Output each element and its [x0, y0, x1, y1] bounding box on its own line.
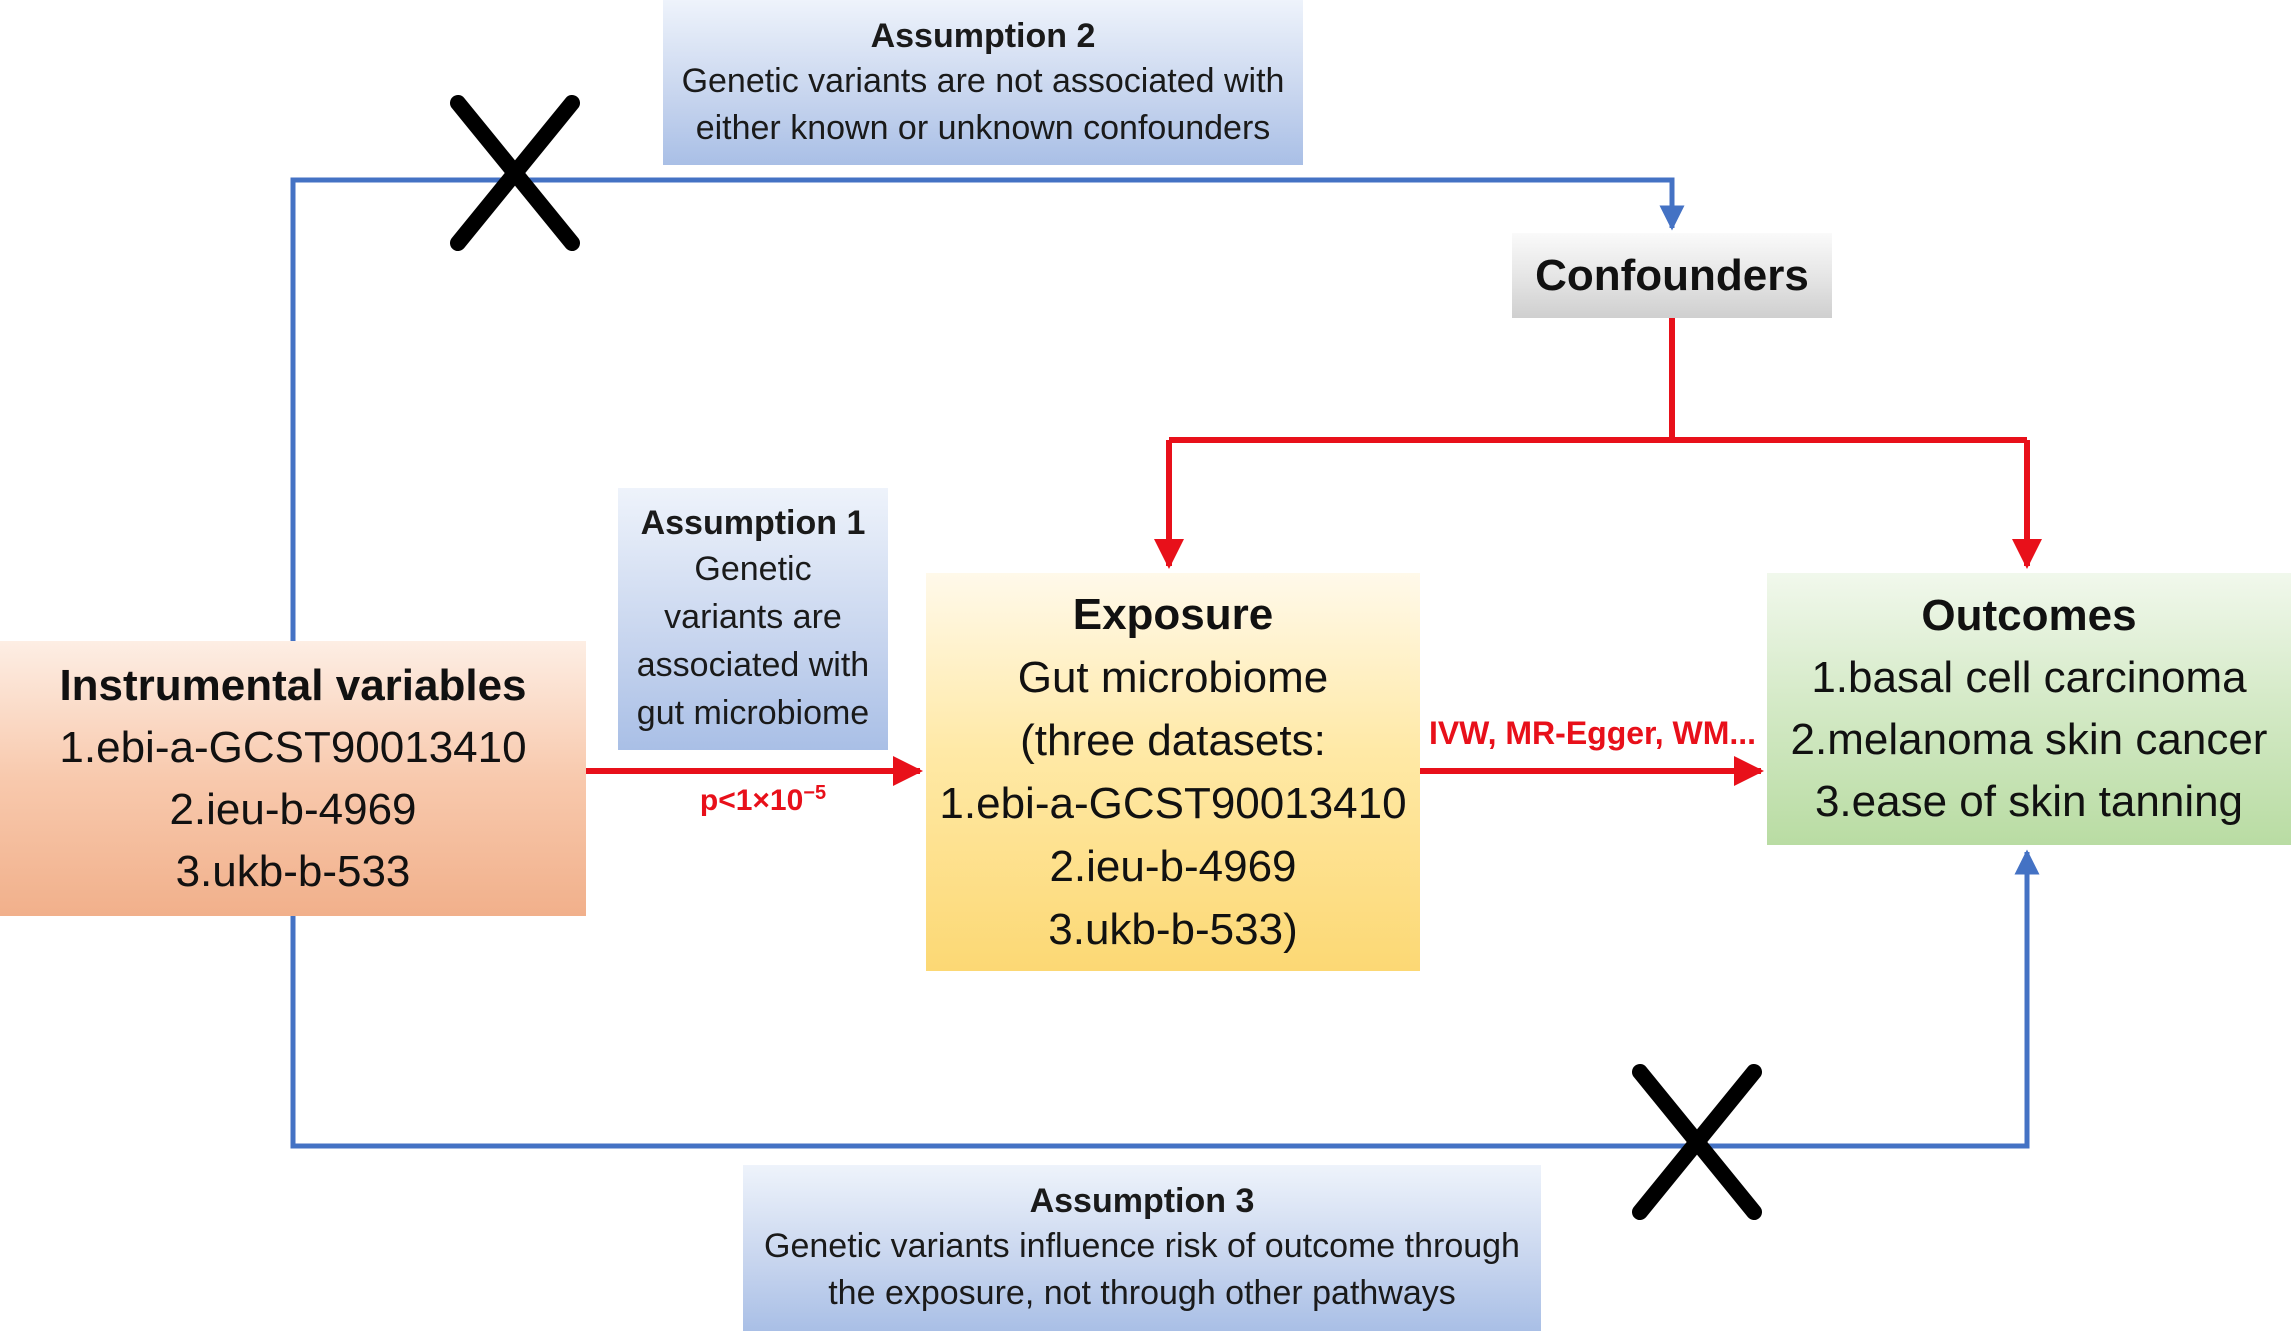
exposure-line-5: 3.ukb-b-533): [1048, 905, 1298, 954]
assumption-2-line-2: either known or unknown confounders: [695, 108, 1271, 147]
mr-methods-label: IVW, MR-Egger, WM...: [1428, 715, 1757, 751]
assumption-3-line-1: Genetic variants influence risk of outco…: [764, 1227, 1520, 1265]
pvalue-threshold-label: p<1×10−5: [678, 782, 848, 818]
assumption-1-line-2: variants are: [664, 598, 842, 636]
outcomes-item-2: 2.melanoma skin cancer: [1790, 715, 2268, 764]
assumption-1-title: Assumption 1: [640, 504, 866, 542]
exposure-line-2: (three datasets:: [1020, 716, 1326, 765]
assumption-3-title: Assumption 3: [1029, 1182, 1255, 1220]
instrumental-variables-item-2: 2.ieu-b-4969: [169, 784, 417, 834]
iv-to-outcomes-path: [290, 849, 2040, 1149]
exposure-box: Exposure Gut microbiome (three datasets:…: [926, 573, 1420, 971]
outcomes-item-1: 1.basal cell carcinoma: [1811, 653, 2247, 702]
confounders-label: Confounders: [1535, 250, 1809, 300]
exposure-title: Exposure: [1072, 590, 1274, 639]
cross-mark-bottom-icon: [1632, 1064, 1762, 1220]
assumption-2-title: Assumption 2: [870, 16, 1096, 55]
assumption-1-box: Assumption 1 Genetic variants are associ…: [618, 488, 888, 750]
instrumental-variables-item-1: 1.ebi-a-GCST90013410: [59, 722, 527, 772]
confounders-box: Confounders: [1512, 233, 1832, 318]
outcomes-box: Outcomes 1.basal cell carcinoma 2.melano…: [1767, 573, 2291, 845]
assumption-1-line-3: associated with: [636, 646, 870, 684]
assumption-2-box: Assumption 2 Genetic variants are not as…: [663, 0, 1303, 165]
assumption-2-line-1: Genetic variants are not associated with: [681, 61, 1285, 100]
exposure-line-4: 2.ieu-b-4969: [1049, 842, 1297, 891]
pvalue-base: p<1×10: [699, 784, 804, 817]
exposure-line-3: 1.ebi-a-GCST90013410: [939, 779, 1407, 828]
instrumental-variables-box: Instrumental variables 1.ebi-a-GCST90013…: [0, 641, 586, 916]
instrumental-variables-title: Instrumental variables: [59, 660, 527, 710]
iv-to-confounders-path: [290, 177, 1685, 641]
pvalue-exponent: −5: [803, 782, 827, 804]
exposure-line-1: Gut microbiome: [1017, 653, 1329, 702]
outcomes-item-3: 3.ease of skin tanning: [1814, 777, 2244, 826]
assumption-3-line-2: the exposure, not through other pathways: [828, 1274, 1456, 1312]
instrumental-variables-item-3: 3.ukb-b-533: [175, 846, 411, 896]
assumption-1-line-4: gut microbiome: [636, 694, 870, 732]
outcomes-title: Outcomes: [1921, 591, 2137, 640]
assumption-3-box: Assumption 3 Genetic variants influence …: [743, 1165, 1541, 1331]
assumption-1-line-1: Genetic: [694, 550, 812, 588]
cross-mark-top-icon: [450, 95, 580, 251]
